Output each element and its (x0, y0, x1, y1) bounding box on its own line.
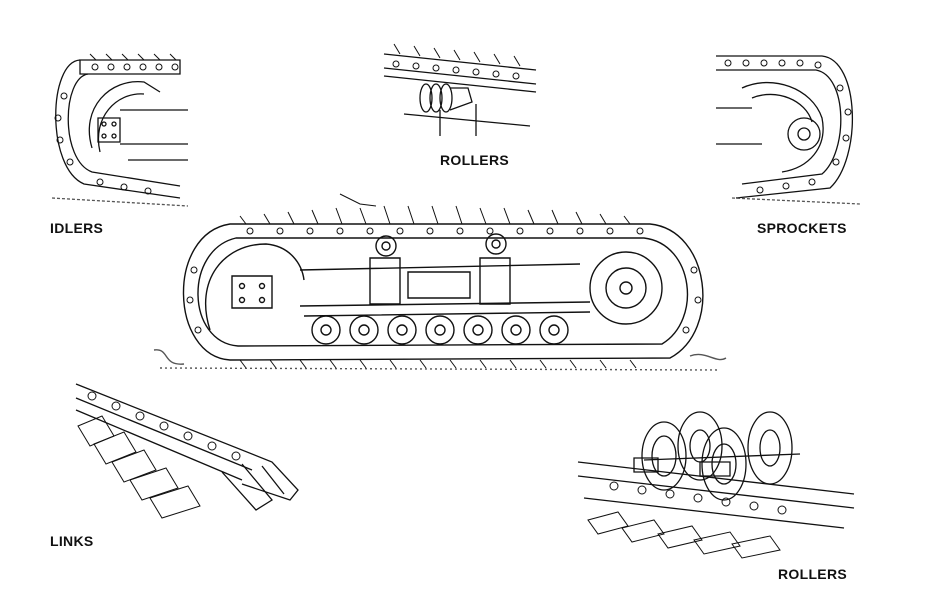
idlers-label: IDLERS (50, 220, 104, 236)
sprocket-illustration (712, 48, 862, 208)
track-links-illustration (72, 380, 302, 525)
sprockets-label: SPROCKETS (757, 220, 847, 236)
idler-illustration (40, 48, 190, 208)
rollers-top-label: ROLLERS (440, 152, 509, 168)
carrier-roller-illustration (380, 40, 540, 140)
track-undercarriage-illustration (150, 180, 730, 380)
links-label: LINKS (50, 533, 94, 549)
track-roller-illustration (574, 402, 864, 562)
rollers-bottom-label: ROLLERS (778, 566, 847, 582)
